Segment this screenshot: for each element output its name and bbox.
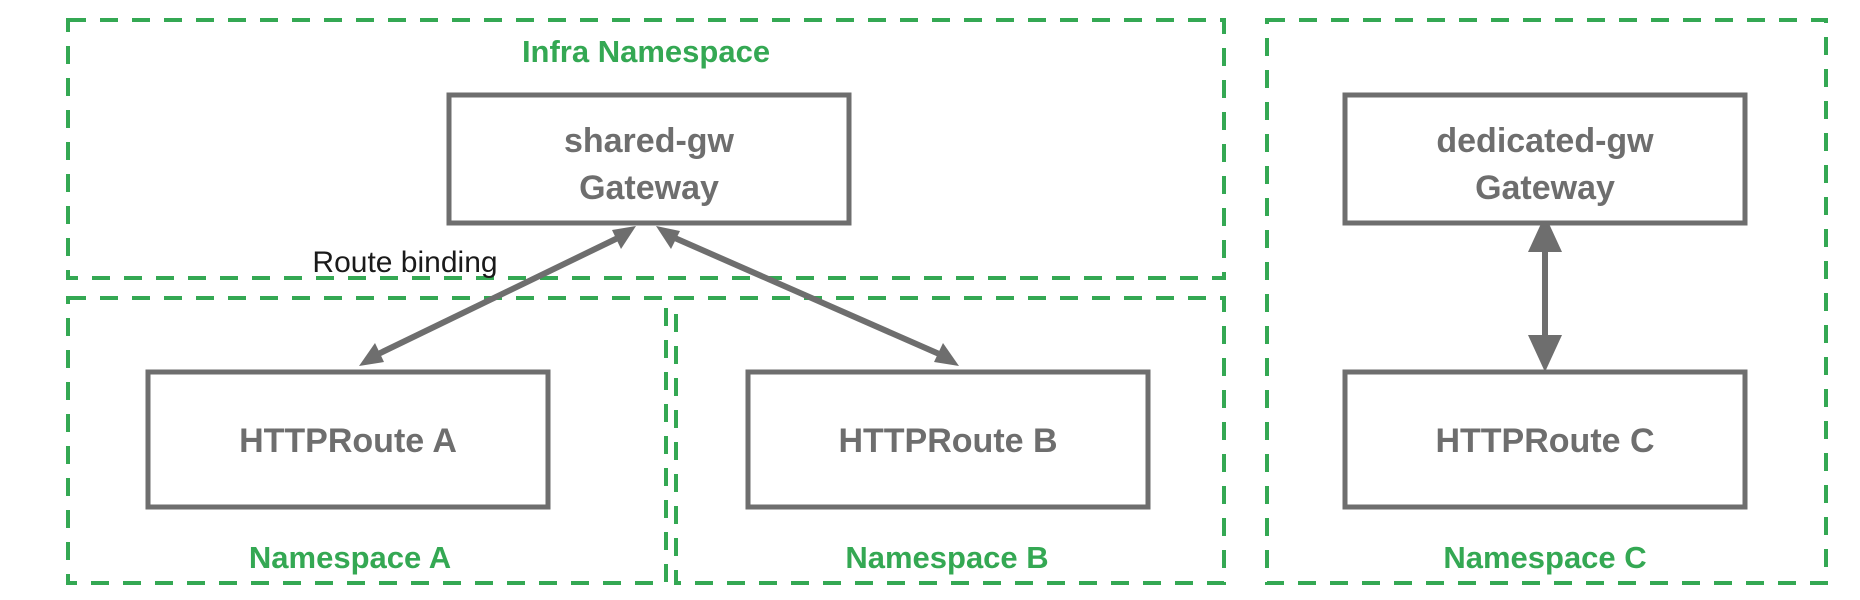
namespace-label-infra: Infra Namespace <box>522 34 770 69</box>
edge-httproute-b-to-shared-gw <box>656 226 959 366</box>
node-box-httproute-a[interactable] <box>145 369 551 510</box>
node-httproute-b[interactable]: HTTPRoute B <box>745 369 1151 510</box>
node-label-shared-gw-line1: shared-gw <box>564 122 735 160</box>
node-label-httproute-a: HTTPRoute A <box>239 422 457 460</box>
node-httproute-c[interactable]: HTTPRoute C <box>1342 369 1748 510</box>
node-label-httproute-c: HTTPRoute C <box>1435 422 1654 460</box>
node-dedicated-gw[interactable]: dedicated-gw Gateway <box>1342 92 1748 226</box>
namespace-label-ns-a: Namespace A <box>249 540 451 575</box>
arrowhead-down-httproute-c <box>1528 335 1562 372</box>
namespace-label-ns-c: Namespace C <box>1443 540 1646 575</box>
node-box-dedicated-gw[interactable] <box>1342 92 1748 226</box>
node-shared-gw[interactable]: shared-gw Gateway <box>446 92 852 226</box>
edge-httproute-a-to-shared-gw <box>359 226 636 366</box>
node-httproute-a[interactable]: HTTPRoute A <box>145 369 551 510</box>
node-label-shared-gw-line2: Gateway <box>579 169 719 207</box>
namespace-container-ns-b <box>674 296 1226 585</box>
namespace-container-ns-c <box>1265 18 1828 585</box>
arrowhead-up-shared-gw-left <box>612 226 636 249</box>
node-box-httproute-b[interactable] <box>745 369 1151 510</box>
node-label-dedicated-gw-line2: Gateway <box>1475 169 1615 207</box>
node-label-dedicated-gw-line1: dedicated-gw <box>1436 122 1654 160</box>
node-box-httproute-c[interactable] <box>1342 369 1748 510</box>
namespace-container-ns-a <box>66 296 668 585</box>
edge-label-route-binding: Route binding <box>312 246 497 279</box>
namespace-label-ns-b: Namespace B <box>845 540 1048 575</box>
namespace-container-infra <box>66 18 1226 280</box>
node-label-httproute-b: HTTPRoute B <box>838 422 1057 460</box>
edge-httproute-c-to-dedicated-gw <box>1528 215 1562 372</box>
node-box-shared-gw[interactable] <box>446 92 852 226</box>
arrowhead-up-shared-gw-right <box>656 226 680 249</box>
arrowhead-down-httproute-b <box>934 343 959 366</box>
arrowhead-down-httproute-a <box>359 343 384 366</box>
arrowhead-up-dedicated-gw <box>1528 215 1562 252</box>
